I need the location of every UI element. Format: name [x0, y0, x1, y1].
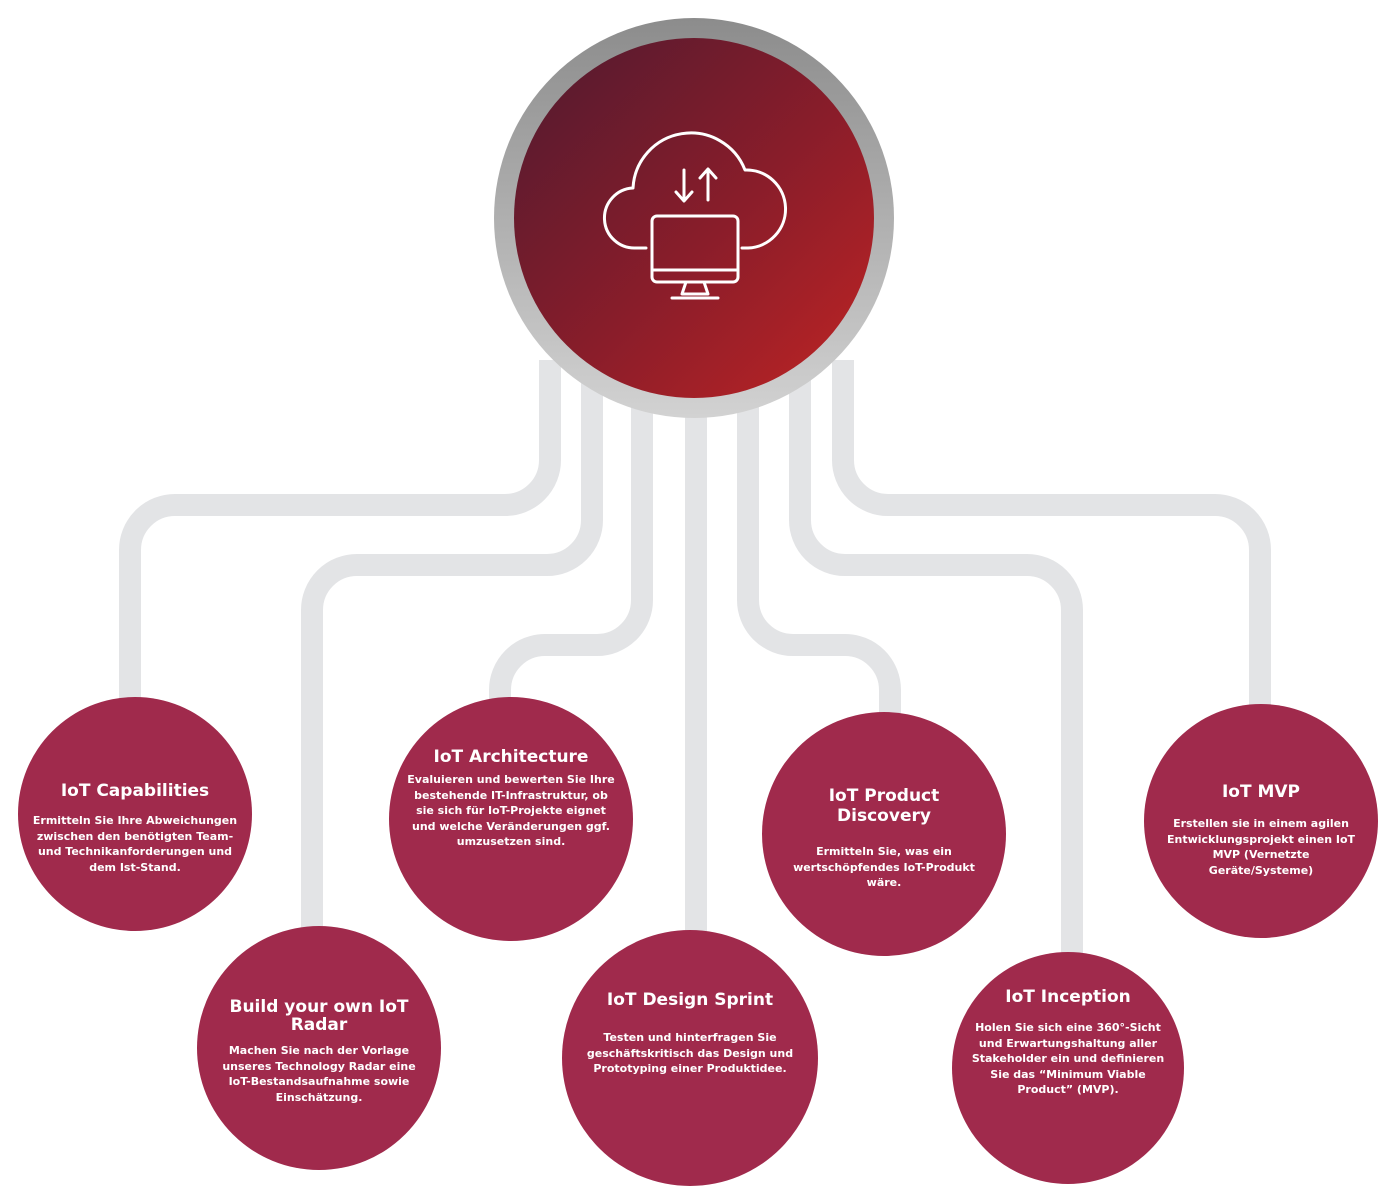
- node-description: Holen Sie sich eine 360°-Sicht und Erwar…: [971, 1021, 1165, 1096]
- node-description: Erstellen sie in einem agilen Entwicklun…: [1166, 817, 1356, 877]
- node-title: Build your own IoT Radar: [229, 997, 409, 1035]
- node-description: Evaluieren und bewerten Sie Ihre bestehe…: [407, 773, 615, 848]
- node-title: IoT Design Sprint: [606, 990, 774, 1010]
- node-title: IoT MVP: [1221, 782, 1301, 802]
- node-title: IoT Inception: [1005, 987, 1131, 1007]
- hub: [494, 18, 894, 418]
- connector-mvp: [832, 360, 1271, 710]
- node-title: IoT Capabilities: [60, 781, 210, 801]
- connector-capabilities: [119, 360, 561, 705]
- node-iot-architecture: IoT Architecture Evaluieren und bewerten…: [389, 697, 633, 941]
- node-iot-design-sprint: IoT Design Sprint Testen und hinterfrage…: [562, 930, 818, 1186]
- connector-architecture: [489, 360, 653, 705]
- node-description: Ermitteln Sie Ihre Abweichungen zwischen…: [32, 814, 238, 874]
- hub-inner-circle: [514, 38, 874, 398]
- node-description: Machen Sie nach der Vorlage unseres Tech…: [222, 1044, 416, 1104]
- node-description: Testen und hinterfragen Sie geschäftskri…: [586, 1031, 794, 1075]
- node-iot-inception: IoT Inception Holen Sie sich eine 360°-S…: [952, 952, 1184, 1184]
- node-iot-product-discovery: IoT Product Discovery Ermitteln Sie, was…: [762, 712, 1006, 956]
- node-description: Ermitteln Sie, was ein wertschöpfendes I…: [793, 845, 975, 889]
- node-title: IoT Product Discovery: [828, 786, 940, 826]
- connector-lines: [119, 360, 1271, 955]
- connector-inception: [789, 360, 1083, 955]
- node-build-your-own-iot-radar: Build your own IoT Radar Machen Sie nach…: [197, 926, 441, 1170]
- connector-radar: [301, 360, 603, 935]
- node-iot-capabilities: IoT Capabilities Ermitteln Sie Ihre Abwe…: [18, 697, 252, 931]
- node-iot-mvp: IoT MVP Erstellen sie in einem agilen En…: [1144, 704, 1378, 938]
- cloud-sync-monitor-icon: [602, 131, 787, 300]
- connector-product-discovery: [737, 360, 901, 715]
- node-title: IoT Architecture: [433, 747, 589, 767]
